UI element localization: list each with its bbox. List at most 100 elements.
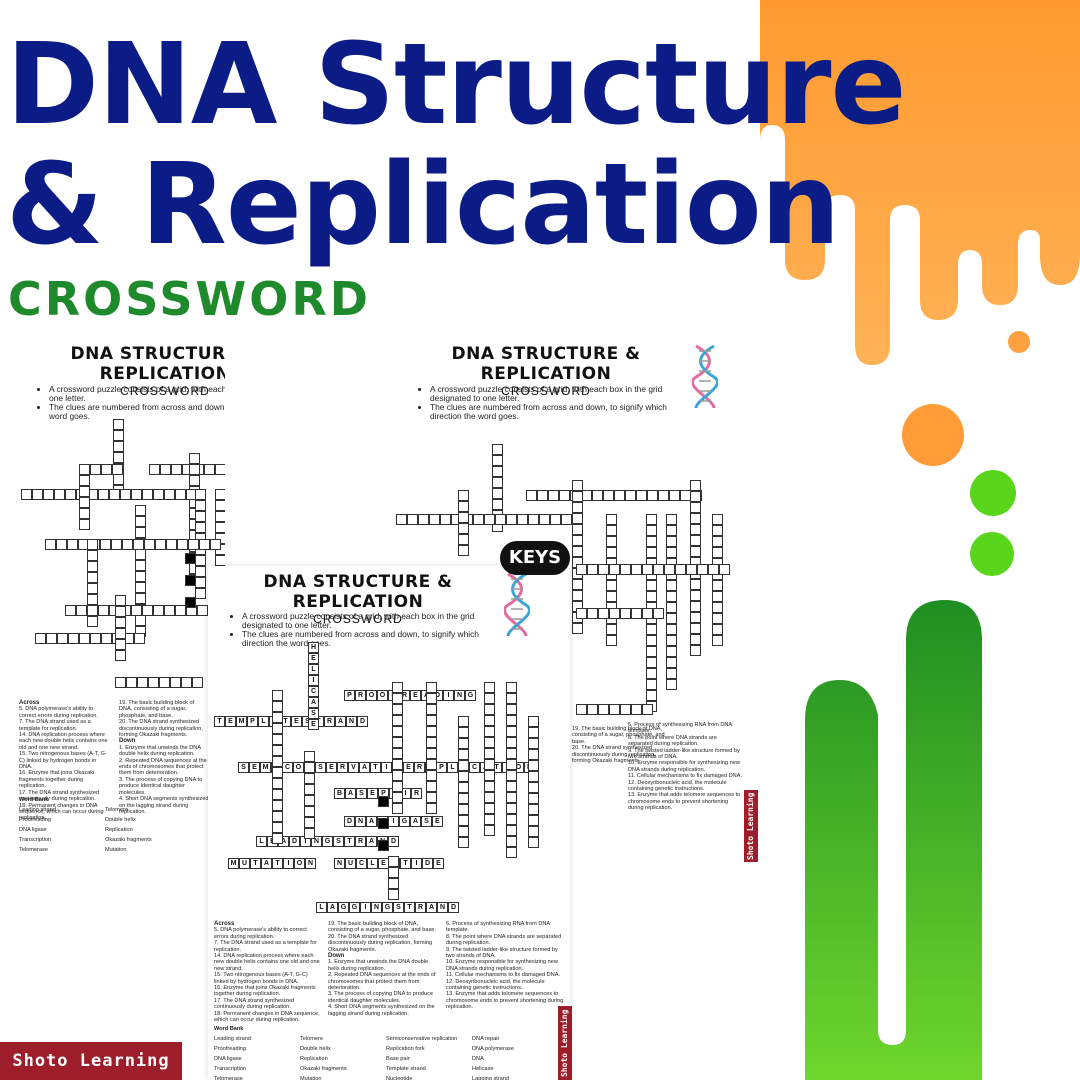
grid-cell[interactable] <box>572 513 583 524</box>
grid-cell[interactable]: A <box>261 858 272 869</box>
grid-cell[interactable] <box>304 806 315 817</box>
grid-cell[interactable]: A <box>366 836 377 847</box>
grid-cell[interactable] <box>272 701 283 712</box>
grid-cell[interactable] <box>666 635 677 646</box>
grid-cell[interactable] <box>609 564 620 575</box>
grid-cell[interactable] <box>407 514 418 525</box>
grid-cell[interactable] <box>195 500 206 511</box>
grid-cell[interactable] <box>135 549 146 560</box>
grid-cell[interactable] <box>272 822 283 833</box>
grid-cell[interactable] <box>675 564 686 575</box>
grid-cell[interactable]: C <box>282 762 293 773</box>
grid-cell[interactable]: I <box>381 762 392 773</box>
grid-cell[interactable]: P <box>247 716 258 727</box>
grid-cell[interactable] <box>304 773 315 784</box>
grid-cell[interactable] <box>396 514 407 525</box>
grid-cell[interactable] <box>484 781 495 792</box>
grid-cell[interactable] <box>65 605 76 616</box>
grid-cell[interactable] <box>195 511 206 522</box>
grid-cell[interactable] <box>653 564 664 575</box>
grid-cell[interactable] <box>458 815 469 826</box>
grid-cell[interactable]: L <box>367 858 378 869</box>
grid-cell[interactable] <box>113 474 124 485</box>
grid-cell[interactable] <box>392 748 403 759</box>
grid-cell[interactable] <box>506 693 517 704</box>
grid-cell[interactable] <box>272 734 283 745</box>
grid-cell[interactable] <box>484 770 495 781</box>
grid-cell[interactable]: N <box>355 816 366 827</box>
grid-cell[interactable] <box>215 489 225 500</box>
grid-cell[interactable] <box>697 564 708 575</box>
grid-cell[interactable]: I <box>308 675 319 686</box>
grid-cell[interactable] <box>195 522 206 533</box>
grid-cell[interactable]: P <box>436 762 447 773</box>
grid-cell[interactable]: D <box>388 836 399 847</box>
grid-cell[interactable] <box>90 464 101 475</box>
grid-cell[interactable] <box>712 580 723 591</box>
grid-cell[interactable]: L <box>308 664 319 675</box>
grid-cell[interactable] <box>642 608 653 619</box>
grid-cell[interactable]: T <box>272 858 283 869</box>
grid-cell[interactable] <box>65 489 76 500</box>
grid-cell[interactable] <box>653 608 664 619</box>
grid-cell[interactable] <box>666 624 677 635</box>
grid-cell[interactable] <box>484 748 495 759</box>
grid-cell[interactable] <box>35 633 46 644</box>
grid-cell[interactable]: G <box>382 902 393 913</box>
grid-cell[interactable] <box>506 847 517 858</box>
grid-cell[interactable] <box>606 547 617 558</box>
grid-cell[interactable] <box>528 727 539 738</box>
grid-cell[interactable] <box>135 505 146 516</box>
grid-cell[interactable] <box>492 455 503 466</box>
grid-cell[interactable]: I <box>388 816 399 827</box>
grid-cell[interactable] <box>572 502 583 513</box>
grid-cell[interactable] <box>426 792 437 803</box>
grid-cell[interactable] <box>666 657 677 668</box>
grid-cell[interactable] <box>576 564 587 575</box>
grid-cell[interactable]: R <box>355 690 366 701</box>
grid-cell[interactable] <box>492 466 503 477</box>
grid-cell[interactable]: N <box>454 690 465 701</box>
grid-cell[interactable] <box>690 524 701 535</box>
grid-cell[interactable] <box>658 490 669 501</box>
grid-cell[interactable] <box>690 601 701 612</box>
grid-cell[interactable] <box>631 564 642 575</box>
grid-cell[interactable] <box>135 582 146 593</box>
grid-cell[interactable] <box>647 490 658 501</box>
grid-cell[interactable] <box>506 803 517 814</box>
grid-cell[interactable]: T <box>404 902 415 913</box>
grid-cell[interactable]: R <box>411 788 422 799</box>
grid-cell[interactable] <box>646 525 657 536</box>
grid-cell[interactable] <box>43 489 54 500</box>
grid-cell[interactable] <box>506 514 517 525</box>
grid-cell[interactable] <box>175 605 186 616</box>
grid-cell[interactable]: O <box>293 762 304 773</box>
grid-cell[interactable] <box>272 833 283 844</box>
grid-cell[interactable] <box>272 800 283 811</box>
grid-cell[interactable] <box>195 566 206 577</box>
grid-cell[interactable] <box>666 514 677 525</box>
grid-cell[interactable]: E <box>410 690 421 701</box>
grid-cell[interactable] <box>111 539 122 550</box>
grid-cell[interactable] <box>181 677 192 688</box>
grid-cell[interactable] <box>606 635 617 646</box>
grid-cell[interactable]: G <box>322 836 333 847</box>
grid-cell[interactable] <box>87 561 98 572</box>
grid-cell[interactable] <box>587 564 598 575</box>
grid-cell[interactable] <box>690 645 701 656</box>
grid-cell[interactable] <box>392 682 403 693</box>
grid-cell[interactable] <box>57 633 68 644</box>
grid-cell[interactable]: E <box>433 858 444 869</box>
grid-cell[interactable] <box>429 514 440 525</box>
grid-cell[interactable] <box>426 737 437 748</box>
grid-cell[interactable]: P <box>344 690 355 701</box>
grid-cell[interactable] <box>215 464 225 475</box>
grid-cell[interactable] <box>195 489 206 500</box>
grid-cell[interactable] <box>115 606 126 617</box>
grid-cell[interactable] <box>598 564 609 575</box>
grid-cell[interactable] <box>418 514 429 525</box>
grid-cell[interactable]: S <box>356 788 367 799</box>
grid-cell[interactable] <box>606 514 617 525</box>
grid-cell[interactable] <box>642 704 653 715</box>
grid-cell[interactable] <box>620 608 631 619</box>
